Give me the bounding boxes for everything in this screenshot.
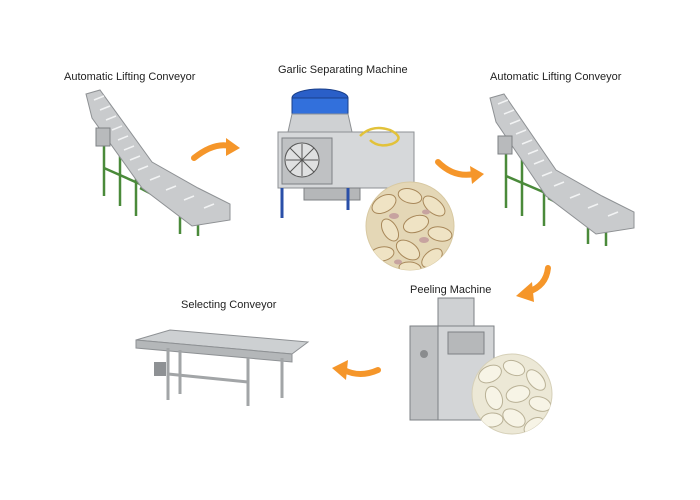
lifting-conveyor-2-image bbox=[489, 93, 635, 246]
separating-machine-fan-blades bbox=[286, 144, 318, 176]
lifting-conveyor-1-belt bbox=[85, 89, 231, 227]
flow-arrow-3-icon bbox=[516, 265, 551, 302]
separating-machine-motor-body bbox=[291, 97, 349, 115]
lifting-conveyor-2-cleats bbox=[497, 99, 619, 217]
garlic-cloves-group bbox=[369, 188, 453, 270]
label-peeling-machine: Peeling Machine bbox=[410, 284, 492, 296]
peeling-machine-top-hopper bbox=[437, 297, 475, 329]
peeling-machine-image bbox=[409, 297, 495, 421]
flow-arrow-4-icon bbox=[332, 360, 381, 380]
lifting-conveyor-1-cleats bbox=[93, 95, 215, 209]
separating-machine-outlet-chute bbox=[303, 187, 361, 201]
flow-arrow-1-icon bbox=[191, 138, 240, 161]
lifting-conveyor-2-belt bbox=[489, 93, 635, 235]
peeling-machine-front-chamber bbox=[447, 331, 485, 355]
peeled-garlic-group bbox=[478, 359, 552, 434]
peeling-machine-side-panel bbox=[409, 325, 439, 421]
label-automatic-lifting-conveyor-2: Automatic Lifting Conveyor bbox=[490, 71, 622, 83]
label-selecting-conveyor: Selecting Conveyor bbox=[181, 299, 277, 311]
label-automatic-lifting-conveyor-1: Automatic Lifting Conveyor bbox=[64, 71, 196, 83]
peeled-garlic-photo bbox=[471, 353, 553, 435]
separating-machine-legs bbox=[280, 188, 350, 218]
separating-machine-hopper bbox=[287, 113, 353, 133]
lifting-conveyor-1-hopper bbox=[95, 127, 111, 147]
lifting-conveyor-1-image bbox=[85, 89, 231, 236]
garlic-cloves-skin-marks bbox=[389, 209, 430, 265]
label-garlic-separating-machine: Garlic Separating Machine bbox=[278, 64, 408, 76]
peeling-machine-knob-icon bbox=[420, 350, 428, 358]
selecting-conveyor-motor bbox=[154, 362, 166, 376]
garlic-cloves-photo bbox=[365, 181, 455, 271]
selecting-conveyor-side bbox=[135, 339, 293, 363]
selecting-conveyor-legs bbox=[166, 348, 284, 406]
lifting-conveyor-2-hopper bbox=[497, 135, 513, 155]
garlic-separating-machine-image bbox=[277, 88, 415, 218]
separating-machine-hose bbox=[359, 126, 400, 147]
flow-arrow-2-icon bbox=[435, 159, 484, 184]
selecting-conveyor-image bbox=[135, 329, 310, 406]
